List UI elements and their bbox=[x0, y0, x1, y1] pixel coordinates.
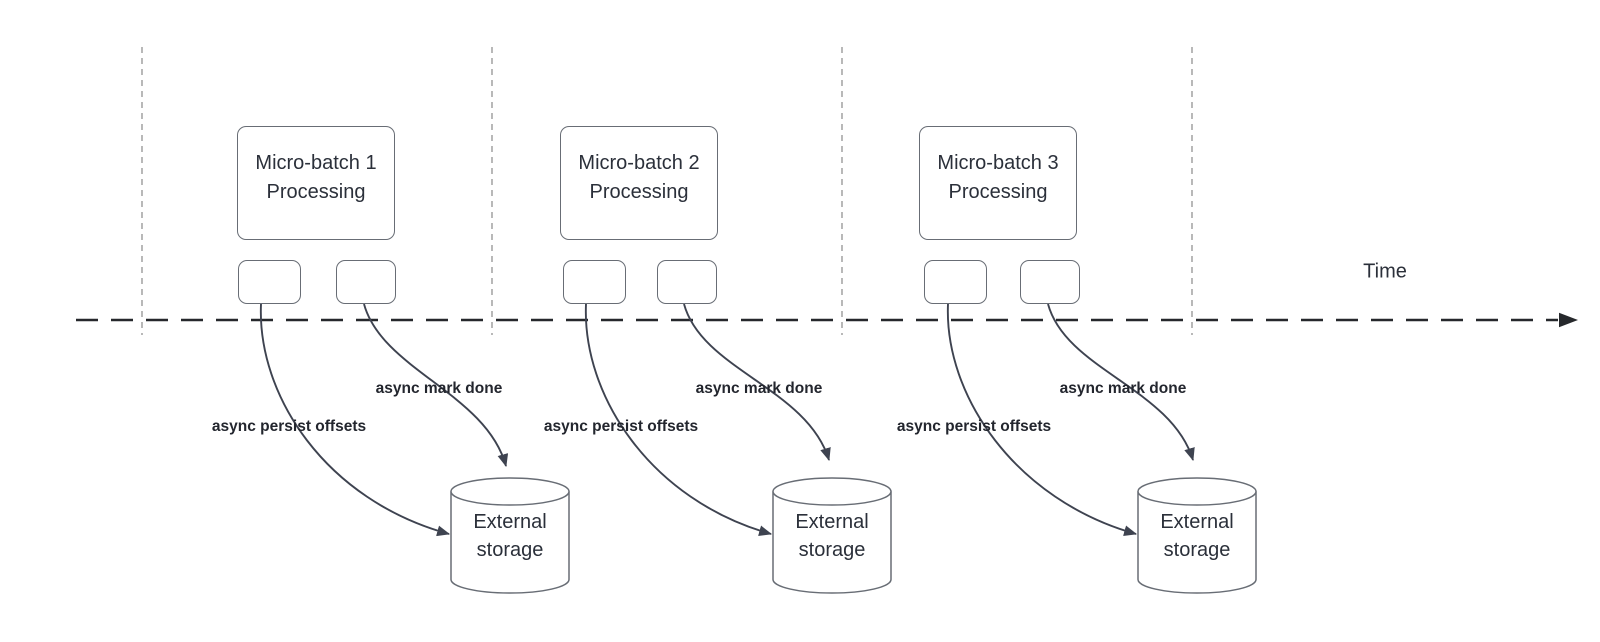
storage-cylinder-1 bbox=[450, 477, 570, 594]
persist-offsets-arrow-2 bbox=[585, 303, 773, 536]
mark-done-label-3: async mark done bbox=[1059, 380, 1187, 397]
micro-batch-2-persist-task-box bbox=[563, 260, 626, 304]
micro-batch-1-persist-task-box bbox=[238, 260, 301, 304]
persist-offsets-label-2: async persist offsets bbox=[543, 418, 699, 435]
micro-batch-1-box: Micro-batch 1 Processing bbox=[237, 126, 395, 240]
micro-batch-3-persist-task-box bbox=[924, 260, 987, 304]
micro-batch-2-mark-task-box bbox=[657, 260, 717, 304]
mark-done-label-1: async mark done bbox=[375, 380, 503, 397]
storage-cylinder-3 bbox=[1137, 477, 1257, 594]
external-storage-label-2: External storage bbox=[795, 510, 869, 561]
persist-offsets-label-3: async persist offsets bbox=[896, 418, 1052, 435]
persist-offsets-label-1: async persist offsets bbox=[211, 418, 367, 435]
external-storage-label-3: External storage bbox=[1160, 510, 1234, 561]
micro-batch-1-mark-task-box bbox=[336, 260, 396, 304]
time-axis-label: Time bbox=[1363, 260, 1407, 283]
storage-cylinder-2 bbox=[772, 477, 892, 594]
micro-batch-3-mark-task-box bbox=[1020, 260, 1080, 304]
mark-done-arrow-3 bbox=[1047, 303, 1195, 462]
micro-batch-3-box: Micro-batch 3 Processing bbox=[919, 126, 1077, 240]
persist-offsets-arrow-3 bbox=[947, 303, 1138, 536]
mark-done-arrow-1 bbox=[363, 303, 509, 468]
mark-done-label-2: async mark done bbox=[695, 380, 823, 397]
persist-offsets-arrow-1 bbox=[260, 303, 451, 537]
mark-done-arrow-2 bbox=[683, 303, 831, 462]
micro-batch-2-box: Micro-batch 2 Processing bbox=[560, 126, 718, 240]
time-axis-arrowhead bbox=[1559, 312, 1578, 328]
external-storage-label-1: External storage bbox=[473, 510, 547, 561]
